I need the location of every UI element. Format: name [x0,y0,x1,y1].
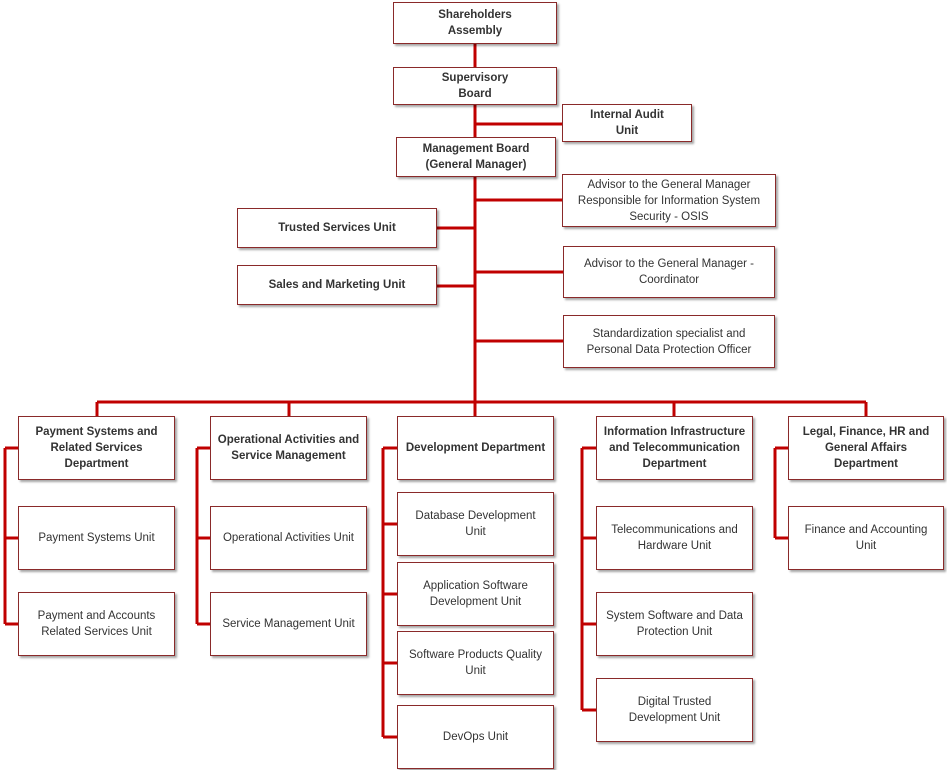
node-label: Operational Activities Unit [222,532,355,544]
node-label: Development Department [405,442,546,454]
payment-systems-department-box: Payment Systems and Related Services Dep… [18,416,175,480]
node-label: Legal, Finance, HR and General Affairs D… [802,426,930,470]
advisor-coordinator-box: Advisor to the General Manager - Coordin… [563,246,775,298]
system-software-unit-box: System Software and Data Protection Unit [596,592,753,656]
shareholders-assembly-box: Shareholders Assembly [393,2,557,44]
node-label: Advisor to the General Manager - Coordin… [583,258,755,286]
node-label: Service Management Unit [222,618,355,630]
standardization-specialist-box: Standardization specialist and Personal … [563,315,775,368]
digital-trusted-unit-box: Digital Trusted Development Unit [596,678,753,742]
legal-finance-department-box: Legal, Finance, HR and General Affairs D… [788,416,944,480]
node-label: Supervisory Board [441,72,509,100]
development-department-box: Development Department [397,416,554,480]
advisor-osis-box: Advisor to the General Manager Responsib… [562,174,776,227]
node-label: Finance and Accounting Unit [804,524,928,552]
node-label: Payment Systems Unit [38,532,155,544]
node-label: Sales and Marketing Unit [268,279,406,291]
payment-systems-unit-box: Payment Systems Unit [18,506,175,570]
operational-activities-unit-box: Operational Activities Unit [210,506,367,570]
node-label: Software Products Quality Unit [409,649,542,677]
node-label: Operational Activities and Service Manag… [217,434,360,462]
node-label: Shareholders Assembly [438,9,512,37]
node-label: DevOps Unit [442,731,509,743]
software-quality-unit-box: Software Products Quality Unit [397,631,554,695]
node-label: Management Board (General Manager) [422,143,530,171]
node-label: Application Software Development Unit [423,580,528,608]
internal-audit-unit-box: Internal Audit Unit [562,104,692,142]
node-label: Payment and Accounts Related Services Un… [37,610,156,638]
sales-marketing-unit-box: Sales and Marketing Unit [237,265,437,305]
node-label: Trusted Services Unit [278,222,396,234]
node-label: Payment Systems and Related Services Dep… [35,426,158,470]
operational-activities-department-box: Operational Activities and Service Manag… [210,416,367,480]
trusted-services-unit-box: Trusted Services Unit [237,208,437,248]
node-label: Internal Audit Unit [590,109,664,137]
service-management-unit-box: Service Management Unit [210,592,367,656]
payment-accounts-unit-box: Payment and Accounts Related Services Un… [18,592,175,656]
supervisory-board-box: Supervisory Board [393,67,557,105]
node-label: Advisor to the General Manager Responsib… [577,178,761,223]
finance-accounting-unit-box: Finance and Accounting Unit [788,506,944,570]
telecommunications-unit-box: Telecommunications and Hardware Unit [596,506,753,570]
node-label: Database Development Unit [415,510,536,538]
information-infrastructure-department-box: Information Infrastructure and Telecommu… [596,416,753,480]
database-development-unit-box: Database Development Unit [397,492,554,556]
node-label: Telecommunications and Hardware Unit [611,524,738,552]
node-label: Standardization specialist and Personal … [586,327,752,356]
management-board-box: Management Board (General Manager) [396,137,556,177]
node-label: Information Infrastructure and Telecommu… [603,426,746,470]
application-software-unit-box: Application Software Development Unit [397,562,554,626]
devops-unit-box: DevOps Unit [397,705,554,769]
node-label: Digital Trusted Development Unit [628,696,721,724]
node-label: System Software and Data Protection Unit [606,610,743,638]
